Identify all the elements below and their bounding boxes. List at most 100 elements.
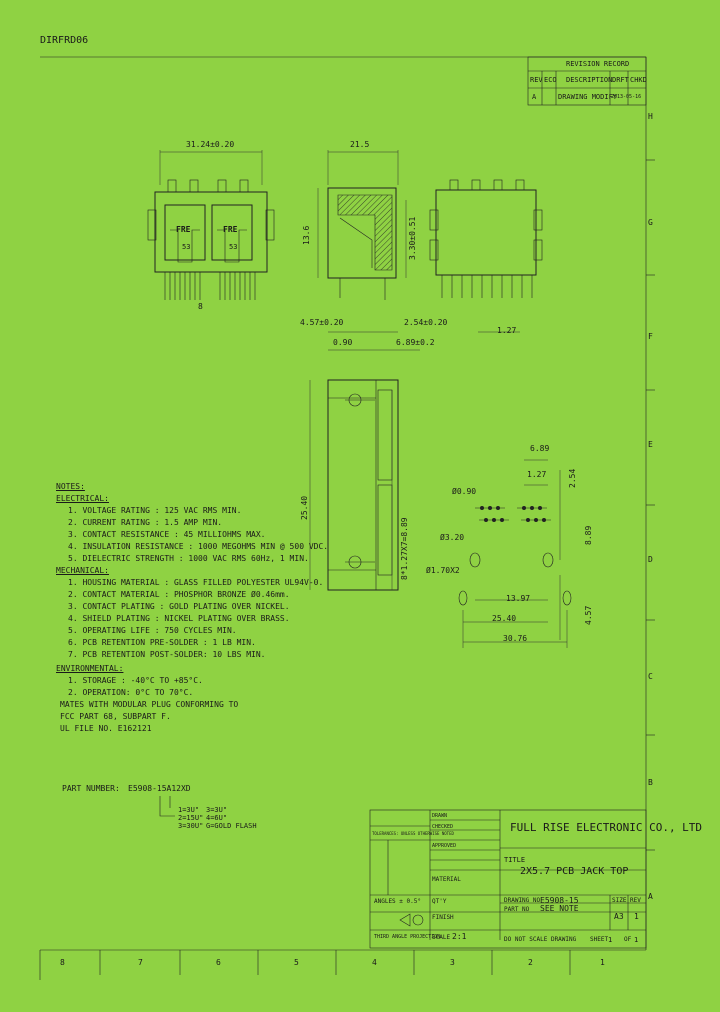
drawing-title: 2X5.7 PCB JACK TOP xyxy=(520,866,629,877)
dim-offset-left: 4.57±0.20 xyxy=(300,318,344,327)
eco-header: ECO xyxy=(544,76,557,84)
part-option-1: 1=3U" xyxy=(178,806,200,814)
drawn-label: DRAWN xyxy=(432,813,448,819)
part-option-b2: 4=6U" xyxy=(206,814,228,822)
mechanical-4: 4. SHIELD PLATING : NICKEL PLATING OVER … xyxy=(68,614,290,623)
pcb-d5: 4.57 xyxy=(584,605,593,625)
pcb-d4: 8.89 xyxy=(584,525,593,545)
doc-number: DIRFRD06 xyxy=(40,35,89,46)
mechanical-1: 1. HOUSING MATERIAL : GLASS FILLED POLYE… xyxy=(68,578,324,587)
pcb-d6: 13.97 xyxy=(506,594,531,603)
size-value: A3 xyxy=(614,912,624,921)
pcb-layout xyxy=(458,459,572,648)
pcb-hole-2: Ø3.20 xyxy=(440,533,465,542)
pin-label: 8 xyxy=(198,302,203,311)
dim-overall-width: 31.24±0.20 xyxy=(186,140,235,149)
company-name: FULL RISE ELECTRONIC CO., LTD xyxy=(510,821,703,834)
mechanical-3: 3. CONTACT PLATING : GOLD PLATING OVER N… xyxy=(68,602,290,611)
zone-col-4: 4 xyxy=(372,958,377,967)
pcb-d1: 6.89 xyxy=(530,444,550,453)
title-block-lines xyxy=(369,809,647,949)
zone-col-7: 7 xyxy=(138,958,143,967)
mechanical-2: 2. CONTACT MATERIAL : PHOSPHOR BRONZE Ø0… xyxy=(68,590,290,599)
zone-row-g: G xyxy=(648,218,653,227)
jack-sub-1: 53 xyxy=(182,243,191,251)
zone-col-3: 3 xyxy=(450,958,455,967)
bottom-view xyxy=(309,379,399,591)
material-label: MATERIAL xyxy=(432,876,461,883)
drawing-no-label: DRAWING NO xyxy=(504,897,541,904)
electrical-title: ELECTRICAL: xyxy=(56,494,109,503)
sheet-value: 1 xyxy=(608,936,613,944)
zone-row-e: E xyxy=(648,440,653,449)
zone-row-h: H xyxy=(648,112,653,121)
of-value: 1 xyxy=(634,936,639,944)
angles-label: ANGLES ± 0.5° xyxy=(374,898,421,905)
mechanical-7: 7. PCB RETENTION POST-SOLDER: 10 LBS MIN… xyxy=(68,650,266,659)
revision-title: REVISION RECORD xyxy=(566,60,630,68)
pcb-d7: 25.40 xyxy=(492,614,517,623)
approved-label: APPROVED xyxy=(432,843,457,849)
jack-label-1: FRE xyxy=(176,225,191,234)
jack-sub-2: 53 xyxy=(229,243,238,251)
scale-value: 2:1 xyxy=(452,932,467,941)
part-number-label: PART NUMBER: xyxy=(62,784,120,793)
tolerance-label: TOLERANCES: UNLESS OTHERWISE NOTED xyxy=(372,831,454,836)
jack-label-2: FRE xyxy=(223,225,238,234)
electrical-1: 1. VOLTAGE RATING : 125 VAC RMS MIN. xyxy=(68,506,242,515)
mechanical-title: MECHANICAL: xyxy=(56,566,109,575)
do-not-scale: DO NOT SCALE DRAWING xyxy=(504,936,577,943)
zone-ticks xyxy=(99,159,655,975)
part-no-label: PART NO xyxy=(504,906,530,913)
pcb-d3: 2.54 xyxy=(568,468,577,488)
drft-header: DRFT xyxy=(612,76,629,84)
projection-label: THIRD ANGLE PROJECTION xyxy=(374,934,441,940)
part-no: SEE NOTE xyxy=(540,904,579,913)
electrical-2: 2. CURRENT RATING : 1.5 AMP MIN. xyxy=(68,518,223,527)
dim-pitch: 2.54±0.20 xyxy=(404,318,448,327)
pcb-d2: 1.27 xyxy=(527,470,547,479)
extra-1: MATES WITH MODULAR PLUG CONFORMING TO xyxy=(60,700,239,709)
rev-row-rev: A xyxy=(532,93,537,101)
of-label: OF xyxy=(624,936,632,943)
rev-row-date: 2013-05-16 xyxy=(611,94,642,100)
scale-label: SCALE xyxy=(432,934,451,941)
pcb-hole-1: Ø0.90 xyxy=(452,487,477,496)
zone-col-2: 2 xyxy=(528,958,533,967)
size-label: SIZE xyxy=(612,897,627,904)
dim-offset-small: 0.90 xyxy=(333,338,353,347)
zone-col-6: 6 xyxy=(216,958,221,967)
zone-row-c: C xyxy=(648,672,653,681)
side-section-view xyxy=(317,150,420,351)
finish-label: FINISH xyxy=(432,914,454,921)
pcb-hole-3: Ø1.70X2 xyxy=(426,566,460,575)
revision-table-lines xyxy=(527,56,647,106)
dim-depth-top: 21.5 xyxy=(350,140,370,149)
zone-row-d: D xyxy=(648,555,653,564)
mechanical-5: 5. OPERATING LIFE : 750 CYCLES MIN. xyxy=(68,626,237,635)
description-header: DESCRIPTION xyxy=(566,76,613,84)
electrical-3: 3. CONTACT RESISTANCE : 45 MILLIOHMS MAX… xyxy=(68,530,266,539)
dim-offset-right: 6.89±0.2 xyxy=(396,338,435,347)
rev-label: REV xyxy=(630,897,641,904)
qty-label: QT'Y xyxy=(432,898,447,905)
environmental-2: 2. OPERATION: 0°C TO 70°C. xyxy=(68,688,194,697)
dim-height-2: 3.30±0.51 xyxy=(408,216,417,260)
sheet-label: SHEET xyxy=(590,936,609,943)
zone-row-b: B xyxy=(648,778,653,787)
electrical-5: 5. DIELECTRIC STRENGTH : 1000 VAC RMS 60… xyxy=(68,554,309,563)
rev-value: 1 xyxy=(634,912,639,921)
zone-col-5: 5 xyxy=(294,958,299,967)
part-option-2: 2=15U" xyxy=(178,814,204,822)
dim-lead-pitch: 1.27 xyxy=(497,326,517,335)
rev-header: REV xyxy=(530,76,543,84)
dim-height: 13.6 xyxy=(302,225,311,245)
part-option-b1: 3=3U" xyxy=(206,806,228,814)
dim-length-side: 25.40 xyxy=(300,495,309,520)
zone-col-1: 1 xyxy=(600,958,605,967)
part-option-4: G=GOLD FLASH xyxy=(206,822,257,830)
checked-label: CHECKED xyxy=(432,824,454,830)
chkd-header: CHKD xyxy=(630,76,647,84)
